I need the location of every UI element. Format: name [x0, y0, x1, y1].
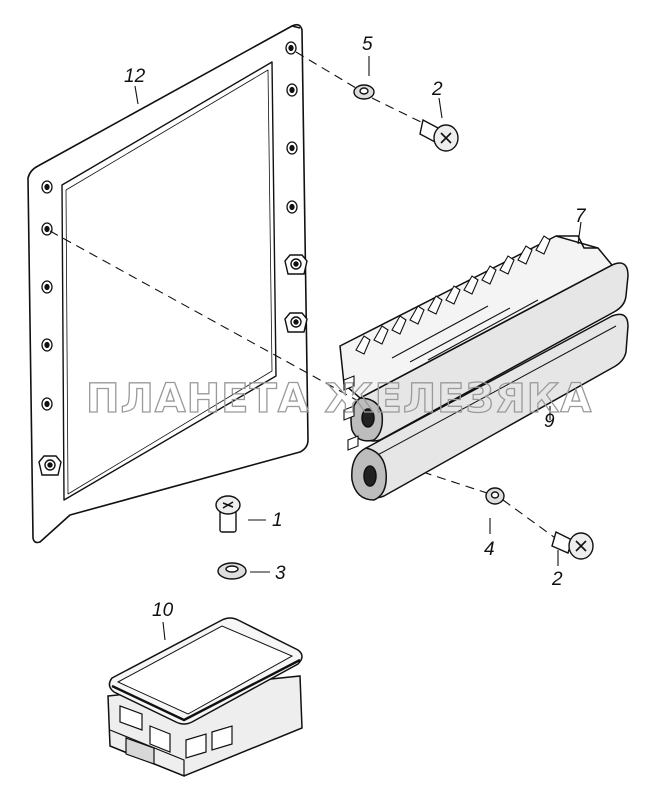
mounting-frame-12: [27, 23, 309, 544]
callout-12: 12: [124, 66, 146, 87]
leader-lines: [134, 56, 582, 641]
cover-block-10: [107, 617, 303, 777]
callout-2-bottom: 2: [551, 569, 563, 590]
washer-5: [353, 84, 375, 100]
callout-3: 3: [275, 563, 286, 584]
frame-holes-left: [41, 180, 53, 411]
screw-2-bottom: [551, 530, 594, 560]
callout-10: 10: [152, 600, 174, 621]
callout-2-top: 2: [431, 79, 443, 100]
callout-7: 7: [575, 206, 587, 227]
connector-block-7: [339, 235, 629, 442]
callout-5: 5: [362, 34, 373, 55]
connector-block-9: [343, 313, 629, 501]
washer-4: [485, 487, 505, 505]
watermark-text: ПЛАНЕТА ЖЕЛЕЗЯКА: [86, 376, 592, 422]
callout-4: 4: [484, 539, 495, 560]
screw-2-top: [419, 118, 459, 152]
screw-1: [215, 495, 241, 533]
washer-3: [217, 562, 247, 580]
callout-1: 1: [272, 510, 283, 531]
callout-9: 9: [544, 411, 555, 432]
frame-holes-right: [285, 41, 298, 214]
connector-7-ribs: [355, 235, 551, 363]
frame-nuts: [38, 254, 308, 476]
